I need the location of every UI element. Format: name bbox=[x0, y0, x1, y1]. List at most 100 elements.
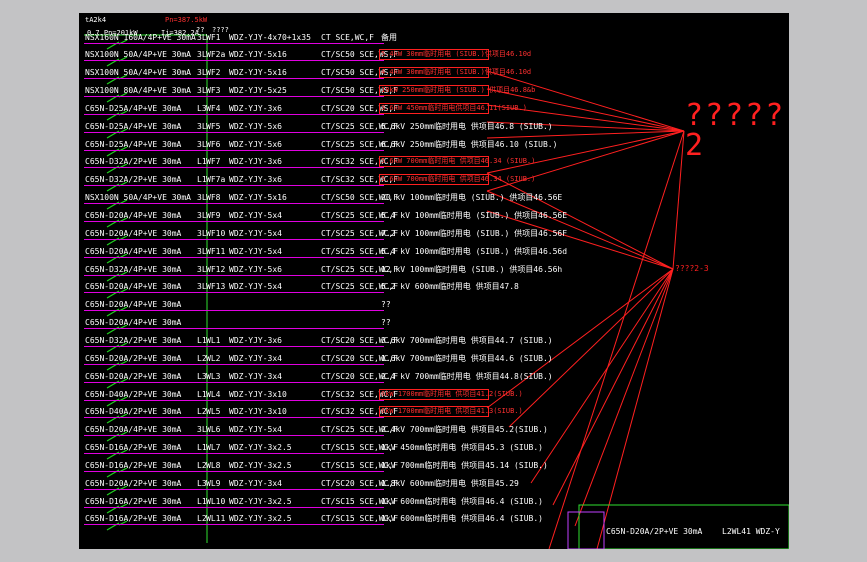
circuit-id: WL1 bbox=[206, 336, 221, 345]
phase-label: 3L bbox=[197, 247, 207, 256]
conduit-spec: CT/SC20 SCE,WC,F bbox=[321, 372, 399, 381]
cable-spec: WDZ-YJY-3x6 bbox=[229, 157, 282, 166]
conduit-spec: CT/SC50 SCE,WS,F bbox=[321, 86, 399, 95]
highlight-box bbox=[379, 156, 489, 167]
distribution-line bbox=[84, 114, 384, 115]
distribution-line bbox=[84, 435, 384, 436]
phase-label: L1 bbox=[197, 497, 207, 506]
cable-spec: WDZ-YJY-3x6 bbox=[229, 104, 282, 113]
cad-canvas[interactable]: tA2k4 Pn=387.5kW 0.7 Pn=201kW Ij=382.2A … bbox=[79, 13, 789, 549]
conduit-spec: CT/SC25 SCE,WC,F bbox=[321, 282, 399, 291]
load-description: 12 kV 100mm临时用电 (SIUB.) 供项目46.56h bbox=[381, 265, 563, 274]
circuit-id: WF2a bbox=[206, 50, 226, 59]
big-annotation: ?????2 bbox=[685, 98, 786, 163]
leader-line bbox=[530, 268, 674, 484]
phase-label: 3L bbox=[197, 211, 207, 220]
circuit-id: WF1 bbox=[206, 33, 221, 42]
distribution-line bbox=[84, 507, 384, 508]
load-description: 5.4 kV 100mm临时用电 (SIUB.) 供项目46.56d bbox=[381, 247, 568, 256]
leader-line bbox=[486, 268, 674, 409]
phase-label: L3 bbox=[197, 104, 207, 113]
phase-label: L2 bbox=[197, 514, 207, 523]
load-description: 1.6kV 700mm临时用电 供项目44.6 (SIUB.) bbox=[381, 354, 553, 363]
leader-line bbox=[672, 130, 685, 270]
phase-label: L1 bbox=[197, 443, 207, 452]
highlight-box bbox=[379, 103, 489, 114]
load-description: 2.4kV 700mm临时用电 供项目45.2(SIUB.) bbox=[381, 425, 548, 434]
breaker-spec: C65N-D20A/4P+VE 30mA bbox=[85, 211, 182, 220]
distribution-line bbox=[84, 524, 384, 525]
leader-line bbox=[548, 130, 685, 549]
breaker-spec: C65N-D25A/4P+VE 30mA bbox=[85, 140, 182, 149]
conduit-spec: CT/SC20 SCE,WC,F bbox=[321, 336, 399, 345]
cable-spec: WDZ-YJY-5x4 bbox=[229, 229, 282, 238]
circuit-id: WF7 bbox=[206, 157, 221, 166]
distribution-line bbox=[84, 489, 384, 490]
breaker-spec: C65N-D40A/2P+VE 30mA bbox=[85, 407, 182, 416]
conduit-spec: CT/SC32 SCE,WC,F bbox=[321, 407, 399, 416]
conduit-spec: CT/SC50 SCE,WS,F bbox=[321, 68, 399, 77]
leader-line bbox=[486, 70, 685, 132]
phase-label: 3L bbox=[197, 140, 207, 149]
distribution-line bbox=[84, 96, 384, 97]
breaker-spec: C65N-D20A/4P+VE 30mA bbox=[85, 229, 182, 238]
highlight-box bbox=[379, 49, 489, 60]
breaker-spec: C65N-D40A/2P+VE 30mA bbox=[85, 390, 182, 399]
highlight-box bbox=[379, 389, 489, 400]
cable-spec: WDZ-YJY-3x2.5 bbox=[229, 497, 292, 506]
cable-spec: WDZ-YJY-3x6 bbox=[229, 336, 282, 345]
distribution-line bbox=[84, 132, 384, 133]
circuit-id: WF2 bbox=[206, 68, 221, 77]
conduit-spec: CT SCE,WC,F bbox=[321, 33, 374, 42]
conduit-spec: CT/SC25 SCE,WC,F bbox=[321, 211, 399, 220]
breaker-spec: C65N-D20A/4P+VE 30mA bbox=[85, 318, 182, 327]
header-unknown-2: ???? bbox=[212, 26, 229, 34]
distribution-line bbox=[84, 471, 384, 472]
breaker-spec: C65N-D16A/2P+VE 30mA bbox=[85, 461, 182, 470]
load-description: 5.6kW 700mm临时用电 供项目46.34 (SIUB.) bbox=[381, 157, 536, 165]
leader-line bbox=[596, 268, 674, 549]
circuit-id: WF5 bbox=[206, 122, 221, 131]
cable-spec: WDZ-YJY-5x4 bbox=[229, 425, 282, 434]
cable-spec: WDZ-YJY-3x4 bbox=[229, 372, 282, 381]
phase-label: L1 bbox=[197, 175, 207, 184]
distribution-line bbox=[84, 417, 384, 418]
load-description: 1kV 450mm临时用电 供项目45.3 (SIUB.) bbox=[381, 443, 543, 452]
breaker-spec: C65N-D20A/2P+VE 30mA bbox=[85, 479, 182, 488]
phase-label: 3L bbox=[197, 193, 207, 202]
breaker-spec: C65N-D32A/2P+VE 30mA bbox=[85, 157, 182, 166]
distribution-line bbox=[84, 185, 384, 186]
distribution-line bbox=[84, 328, 384, 329]
conduit-spec: CT/SC25 SCE,WC,F bbox=[321, 247, 399, 256]
breaker-spec: C65N-D16A/2P+VE 30mA bbox=[85, 514, 182, 523]
load-description: 3.6kV 700mm临时用电 供项目44.7 (SIUB.) bbox=[381, 336, 553, 345]
breaker-spec: C65N-D32A/2P+VE 30mA bbox=[85, 336, 182, 345]
conduit-spec: CT/SC15 SCE,WC,F bbox=[321, 461, 399, 470]
load-description: ?? bbox=[381, 300, 391, 309]
load-description: 7.2 kV 100mm临时用电 (SIUB.) 供项目46.56F bbox=[381, 229, 568, 238]
cable-spec: WDZ-YJY-5x16 bbox=[229, 68, 287, 77]
cable-spec: WDZ-YJY-3x10 bbox=[229, 407, 287, 416]
leader-line bbox=[486, 130, 685, 174]
circuit-id: WF10 bbox=[206, 229, 226, 238]
conduit-spec: CT/SC20 SCE,WC,F bbox=[321, 354, 399, 363]
circuit-id: WF8 bbox=[206, 193, 221, 202]
breaker-spec: NSX100N 50A/4P+VE 30mA bbox=[85, 68, 191, 77]
distribution-line bbox=[84, 400, 384, 401]
load-description: 5.4kW 30mm临时用电 (SIUB.)供项目46.10d bbox=[381, 50, 532, 58]
phase-label: 3L bbox=[197, 265, 207, 274]
distribution-line bbox=[84, 275, 384, 276]
cable-spec: WDZ-YJY-5x4 bbox=[229, 282, 282, 291]
leader-line bbox=[486, 88, 685, 132]
breaker-spec: C65N-D20A/2P+VE 30mA bbox=[85, 372, 182, 381]
circuit-id: WF11 bbox=[206, 247, 226, 256]
mid-annotation: ????2-3 bbox=[675, 264, 709, 273]
circuit-id: WF4 bbox=[206, 104, 221, 113]
distribution-line bbox=[84, 292, 384, 293]
conduit-spec: CT/SC15 SCE,WC,F bbox=[321, 497, 399, 506]
phase-label: L3 bbox=[197, 372, 207, 381]
circuit-id: WL7 bbox=[206, 443, 221, 452]
circuit-id: WL5 bbox=[206, 407, 221, 416]
leader-line bbox=[486, 104, 685, 132]
breaker-spec: C65N-D20A/2P+VE 30mA bbox=[85, 354, 182, 363]
